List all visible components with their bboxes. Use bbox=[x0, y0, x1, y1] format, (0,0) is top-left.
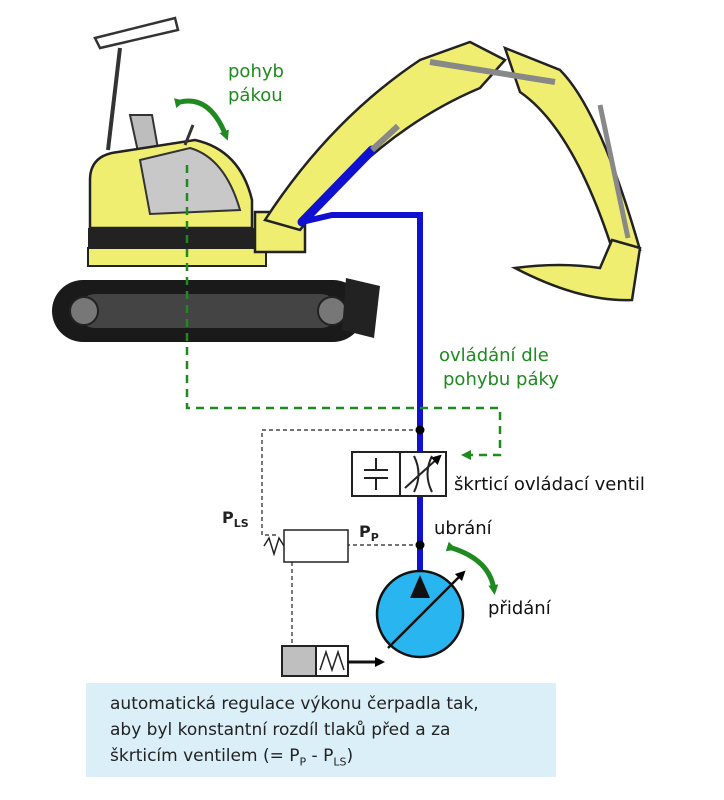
control-by-lever-label: ovládání dle pohybu páky bbox=[439, 345, 559, 390]
variable-pump bbox=[375, 569, 466, 659]
junction-dot bbox=[415, 425, 425, 435]
control-signal-line bbox=[185, 165, 502, 460]
increase-label: přidání bbox=[488, 598, 551, 619]
cylinder-spring-icon bbox=[319, 649, 345, 673]
body-band bbox=[88, 228, 266, 248]
arm-cylinder bbox=[429, 59, 556, 85]
spring-icon bbox=[263, 536, 285, 557]
note-text: automatická regulace výkonu čerpadla tak… bbox=[110, 691, 550, 775]
note-line-2: aby byl konstantní rozdíl tlaků před a z… bbox=[110, 720, 451, 740]
pump-circle bbox=[375, 569, 465, 659]
excavator-illustration bbox=[52, 16, 642, 342]
pump-direction-triangle bbox=[410, 575, 430, 598]
pressure-compensator bbox=[263, 529, 349, 563]
note-box: automatická regulace výkonu čerpadla tak… bbox=[86, 683, 556, 777]
valve-throttle-section bbox=[399, 451, 447, 497]
canopy-post bbox=[106, 47, 122, 151]
throttle-control-valve bbox=[351, 451, 447, 497]
lever-motion-arrow bbox=[173, 98, 229, 141]
compensator-body bbox=[283, 529, 349, 563]
pressure-line bbox=[301, 212, 423, 572]
p-p-label: PP bbox=[359, 522, 379, 545]
canopy-roof bbox=[93, 16, 180, 50]
p-ls-label: PLS bbox=[222, 508, 249, 531]
boom-cylinder bbox=[297, 145, 377, 227]
dozer-blade bbox=[342, 278, 380, 338]
cab-window bbox=[138, 146, 242, 216]
pls-pilot-line bbox=[261, 429, 420, 536]
regulator-cylinder bbox=[281, 645, 385, 677]
lever-motion-label: pohyb pákou bbox=[228, 61, 284, 106]
adjust-arrow bbox=[445, 541, 499, 595]
regulator-line bbox=[282, 562, 293, 647]
valve-label: škrticí ovládací ventil bbox=[454, 474, 645, 495]
hydraulic-line bbox=[301, 212, 423, 572]
pump-variable-arrow bbox=[387, 570, 466, 649]
decrease-label: ubrání bbox=[434, 518, 492, 539]
bucket bbox=[510, 238, 642, 302]
note-line-3: škrticím ventilem (= PP - PLS) bbox=[110, 746, 354, 769]
note-line-1: automatická regulace výkonu čerpadla tak… bbox=[110, 694, 479, 714]
junction-dot bbox=[415, 540, 425, 550]
